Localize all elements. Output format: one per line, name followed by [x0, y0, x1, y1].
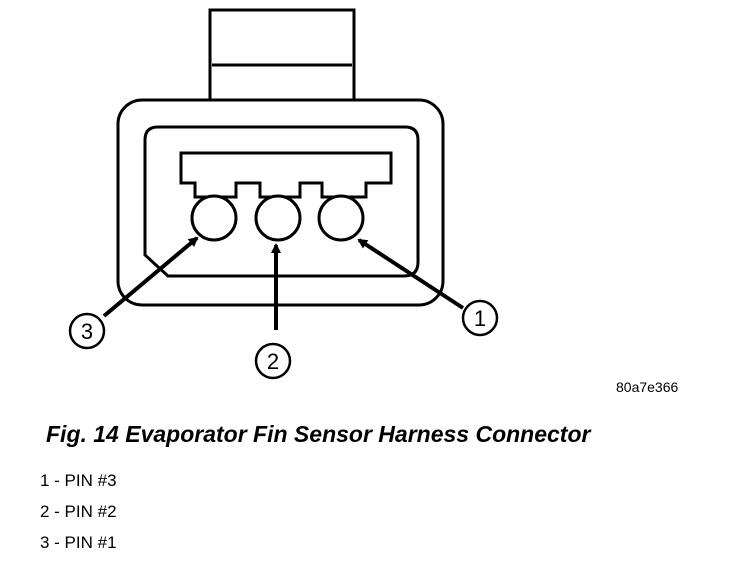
image-code: 80a7e366: [616, 379, 679, 395]
leader-arrow-3: [102, 236, 199, 318]
legend-item: 1 - PIN #3: [40, 471, 117, 490]
legend-item: 3 - PIN #1: [40, 533, 117, 552]
callout-2-label: 2: [267, 349, 279, 374]
callout-2: 2: [254, 342, 292, 380]
callout-3-label: 3: [81, 319, 93, 344]
figure-caption: Fig. 14 Evaporator Fin Sensor Harness Co…: [46, 421, 591, 447]
pin-legend: 1 - PIN #3 2 - PIN #2 3 - PIN #1: [40, 470, 117, 563]
pin-cavity-right: [317, 194, 365, 242]
pin-cavity-left: [190, 194, 238, 242]
legend-item: 2 - PIN #2: [40, 502, 117, 521]
leader-arrow-1: [357, 238, 465, 310]
connector-lock-tab: [208, 8, 356, 102]
callout-1: 1: [461, 299, 499, 337]
pin-slot-frame: [179, 151, 393, 199]
pin-cavity-middle: [254, 194, 302, 242]
connector-diagram: 1 2 3 80a7e366: [68, 8, 679, 395]
callout-3: 3: [68, 312, 106, 350]
callout-1-label: 1: [474, 306, 486, 331]
